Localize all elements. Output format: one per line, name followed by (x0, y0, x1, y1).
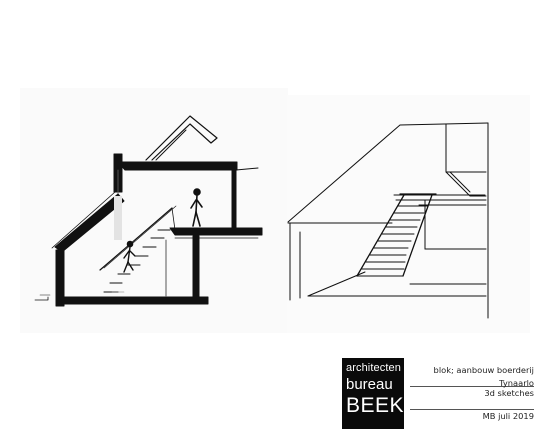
author-date: MB juli 2019 (482, 411, 534, 421)
bureau-logo: architecten bureau BEEK (342, 358, 404, 429)
logo-line-beek: BEEK (346, 394, 405, 417)
drawing-subject: 3d sketches (410, 387, 534, 410)
logo-line-bureau: bureau (346, 376, 393, 393)
title-block: blok; aanbouw boerderij Tynaarlo 3d sket… (410, 364, 534, 432)
logo-line-architecten: architecten (346, 362, 401, 374)
project-title: blok; aanbouw boerderij Tynaarlo (410, 364, 534, 388)
